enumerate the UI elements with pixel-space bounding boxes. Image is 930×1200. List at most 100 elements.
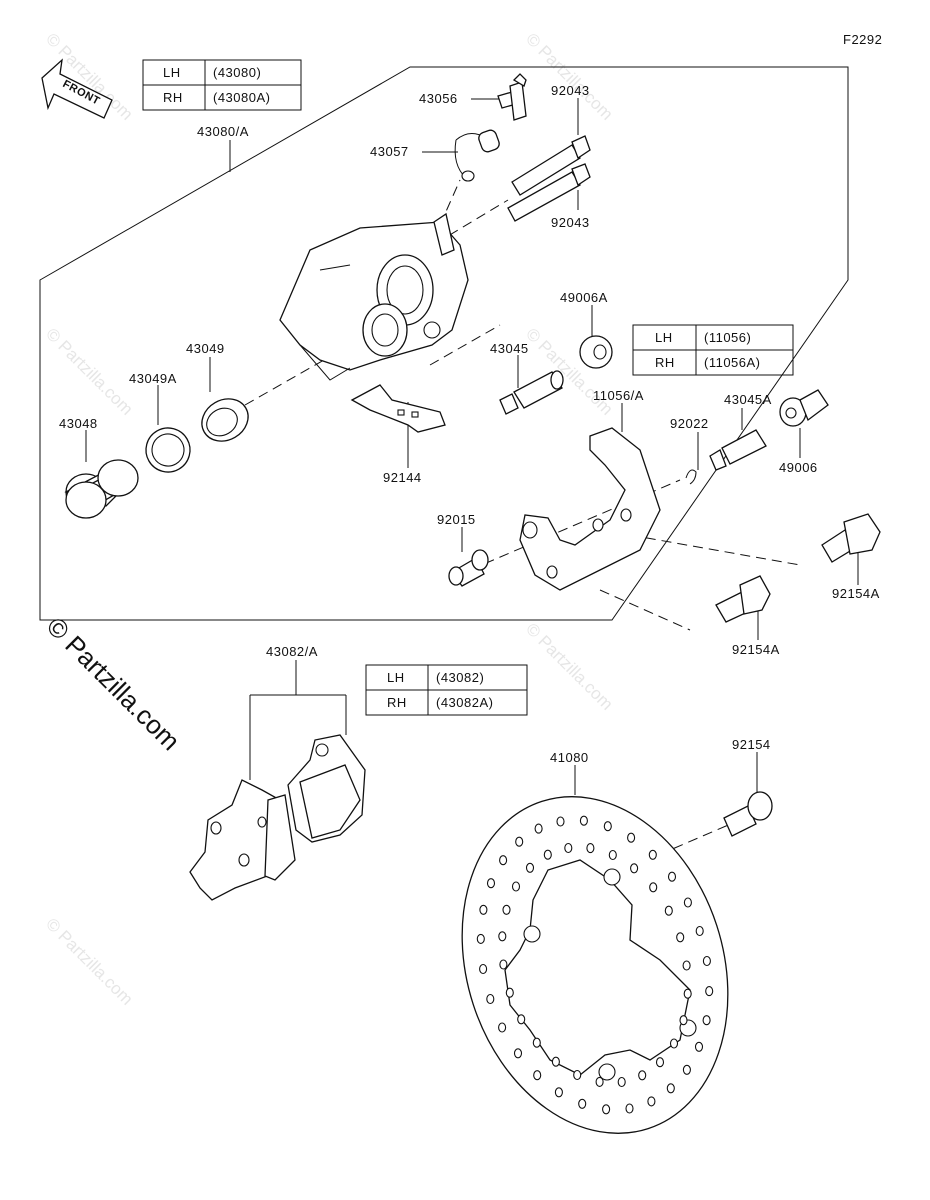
vent-hole <box>669 1038 679 1049</box>
callout-43082A: 43082/A <box>266 644 318 659</box>
pads-table: LH (43082) RH (43082A) <box>365 664 528 716</box>
caliper-table: LH (43080) RH (43080A) <box>142 59 302 111</box>
vent-hole <box>499 959 508 970</box>
pads-rh: RH <box>387 695 407 710</box>
vent-hole <box>532 1037 541 1048</box>
vent-hole <box>486 878 496 889</box>
caliper-bracket-11056 <box>519 427 661 591</box>
callout-labels: 43056 92043 43057 43080/A 92043 49006A 4… <box>59 83 880 765</box>
vent-hole <box>486 993 495 1005</box>
vent-hole <box>564 842 573 854</box>
callout-49006A: 49006A <box>560 290 608 305</box>
slide-pin-43045 <box>499 370 564 415</box>
vent-hole <box>695 925 704 937</box>
callout-43056: 43056 <box>419 91 458 106</box>
bracket-lh-part: (11056) <box>704 330 751 345</box>
callout-92154: 92154 <box>732 737 771 752</box>
bracket-rh: RH <box>655 355 675 370</box>
vent-hole <box>627 832 636 843</box>
callout-43080A: 43080/A <box>197 124 249 139</box>
vent-hole <box>702 1015 711 1026</box>
vent-hole <box>573 1069 582 1081</box>
brake-disc-41080 <box>461 796 729 1134</box>
callout-92154A-right: 92154A <box>832 586 880 601</box>
callout-92144: 92144 <box>383 470 422 485</box>
vent-hole <box>499 855 508 866</box>
vent-hole <box>649 882 658 893</box>
caliper-rh: RH <box>163 90 183 105</box>
vent-hole <box>667 871 677 882</box>
vent-hole <box>543 849 552 860</box>
partzilla-watermark: © Partzilla.com <box>41 611 186 756</box>
vent-hole <box>476 933 485 944</box>
callout-43049A: 43049A <box>129 371 177 386</box>
caliper-body-43080 <box>279 212 469 381</box>
vent-hole <box>679 1015 688 1026</box>
bracket-rh-part: (11056A) <box>704 355 761 370</box>
seal-43049A <box>145 427 191 473</box>
vent-hole <box>554 1087 563 1098</box>
vent-hole <box>603 821 612 832</box>
caliper-assembly-frame <box>39 66 849 621</box>
vent-hole <box>511 881 521 892</box>
sleeve-92015 <box>448 549 489 587</box>
vent-hole <box>682 1064 691 1075</box>
callout-92043-lower: 92043 <box>551 215 590 230</box>
vent-hole <box>525 862 535 873</box>
vent-hole <box>595 1076 604 1087</box>
vent-hole <box>498 1022 507 1033</box>
clip-92022 <box>685 469 697 485</box>
vent-hole <box>683 988 692 999</box>
callout-92015: 92015 <box>437 512 476 527</box>
pin-92043-upper <box>511 135 591 196</box>
vent-hole <box>556 816 565 827</box>
caliper-rh-part: (43080A) <box>213 90 270 105</box>
callout-11056A: 11056/A <box>593 388 644 403</box>
pin-92043-lower <box>507 163 591 222</box>
bracket-lh: LH <box>655 330 673 345</box>
vent-hole <box>664 905 673 916</box>
vent-hole <box>682 960 691 971</box>
vent-hole <box>638 1070 647 1081</box>
caliper-lh: LH <box>163 65 181 80</box>
vent-hole <box>655 1057 665 1068</box>
vent-hole <box>608 849 617 861</box>
callout-41080: 41080 <box>550 750 589 765</box>
callout-92022: 92022 <box>670 416 709 431</box>
bolt-92154 <box>723 791 773 837</box>
callout-49006: 49006 <box>779 460 818 475</box>
vent-hole <box>578 1098 587 1109</box>
bolt-92154A-right <box>821 513 881 563</box>
vent-hole <box>630 863 639 874</box>
piston-43048 <box>64 459 139 519</box>
vent-hole <box>586 843 595 854</box>
watermark-6: © Partzilla.com <box>42 914 136 1008</box>
pads-lh: LH <box>387 670 405 685</box>
vent-hole <box>705 986 714 997</box>
watermark-2: © Partzilla.com <box>522 29 616 123</box>
callout-43057: 43057 <box>370 144 409 159</box>
vent-hole <box>505 987 514 998</box>
vent-hole <box>579 815 588 826</box>
watermark-3: © Partzilla.com <box>42 324 136 418</box>
vent-hole <box>534 823 543 834</box>
vent-hole <box>479 963 488 975</box>
vent-hole <box>666 1083 675 1094</box>
vent-hole <box>702 955 711 967</box>
boot-49006A <box>579 335 613 369</box>
seal-43049 <box>201 398 249 442</box>
bleeder-valve-43056 <box>497 73 527 121</box>
vent-hole <box>498 931 507 942</box>
vent-hole <box>479 904 488 915</box>
vent-hole <box>648 849 657 860</box>
vent-hole <box>551 1056 560 1067</box>
vent-hole <box>602 1104 611 1115</box>
callout-43045A: 43045A <box>724 392 772 407</box>
watermark-5: © Partzilla.com <box>522 619 616 713</box>
vent-hole <box>683 897 692 908</box>
vent-hole <box>647 1096 656 1107</box>
vent-hole <box>676 932 685 943</box>
callout-43045: 43045 <box>490 341 529 356</box>
